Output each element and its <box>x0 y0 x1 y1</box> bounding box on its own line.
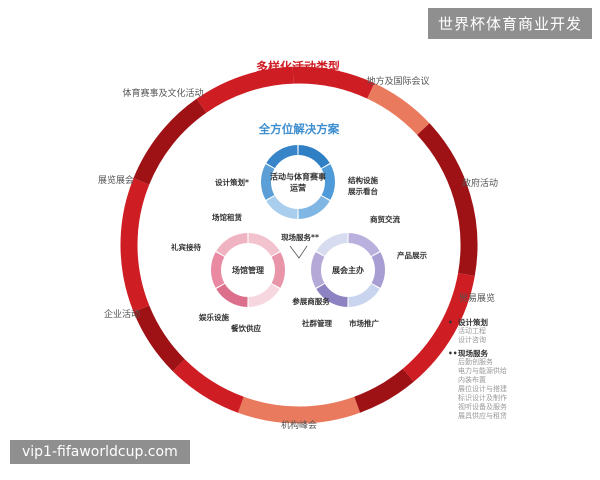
note-item: 标识设计及制作 <box>458 394 507 402</box>
note-item: 展位设计与搭建 <box>458 385 507 393</box>
circle-segment <box>248 283 280 307</box>
note-item: 设计咨询 <box>458 336 486 344</box>
circle-segment <box>266 145 298 169</box>
note-design-title: •设计策划 <box>448 318 488 327</box>
label-hospitality: 礼宾接待 <box>171 242 201 252</box>
center-label: 现场服务** <box>281 232 319 242</box>
circle-segment <box>348 233 380 257</box>
note-item: 电力与能源供给 <box>458 367 507 375</box>
activity-type-label: 地方及国际会议 <box>366 75 429 87</box>
circle-label: 活动与体育赛事 <box>270 172 326 182</box>
activity-type-label: 政府活动 <box>462 177 498 189</box>
label-exhibitor-services: 参展商服务 <box>292 296 330 306</box>
ring-segment <box>172 359 244 413</box>
activity-type-label: 展览展会 <box>98 174 134 186</box>
ring-segment <box>367 83 430 135</box>
site-url-badge: vip1-fifaworldcup.com <box>10 440 190 464</box>
services-notes: •设计策划 活动工程 设计咨询 ••现场服务 后勤创服务 电力与能源供给 内装布… <box>448 318 588 421</box>
label-marketing: 市场推广 <box>349 318 379 328</box>
label-catering: 餐饮供应 <box>230 323 261 333</box>
circle-segment <box>348 283 380 307</box>
circle-center <box>272 156 324 208</box>
ring-segment <box>120 178 150 312</box>
circles-connector <box>289 245 308 259</box>
ring-segment <box>354 368 414 413</box>
note-onsite-title: ••现场服务 <box>448 349 488 358</box>
circle-label: 展会主办 <box>331 265 364 275</box>
ring-segment <box>133 305 185 372</box>
outer-title: 多样化活动类型 <box>256 59 340 74</box>
circle-segment <box>248 233 280 257</box>
inner-title: 全方位解决方案 <box>258 122 340 136</box>
circle-segment <box>211 252 225 288</box>
label-community: 社群管理 <box>301 318 332 328</box>
label-product-display: 产品展示 <box>397 250 427 260</box>
note-item: 活动工程 <box>458 327 486 335</box>
circle-segment <box>371 252 385 288</box>
ring-segment <box>417 123 478 276</box>
ring-segment <box>402 272 475 382</box>
circle-label: 运营 <box>290 183 306 193</box>
circle-venue-management: 场馆管理 <box>211 233 285 307</box>
note-item: 视听设备及服务 <box>458 403 507 411</box>
label-stands: 展示看台 <box>347 186 378 196</box>
note-item: 内装布置 <box>458 376 486 384</box>
activity-types-ring <box>120 66 478 424</box>
activity-type-label: 机构峰会 <box>281 419 317 431</box>
circle-segment <box>316 283 348 307</box>
ring-segment <box>237 396 361 424</box>
activity-type-label: 贸易展览 <box>459 292 495 304</box>
label-structures: 结构设施 <box>348 175 378 185</box>
label-entertainment: 娱乐设施 <box>199 312 229 322</box>
label-trade-exchange: 商贸交流 <box>370 214 400 224</box>
circle-segment <box>321 164 335 200</box>
circle-exhibition-hosting: 展会主办 <box>311 233 385 307</box>
circle-segment <box>311 252 325 288</box>
label-venue-rental: 场馆租赁 <box>212 212 242 222</box>
circle-segment <box>298 145 330 169</box>
page-title-badge: 世界杯体育商业开发 <box>427 8 592 39</box>
circle-segment <box>266 195 298 219</box>
circle-label: 场馆管理 <box>232 265 264 275</box>
activity-type-label: 体育赛事及文化活动 <box>122 87 203 99</box>
circle-center <box>322 244 374 296</box>
ring-segment <box>196 66 294 113</box>
circle-segment <box>298 195 330 219</box>
ring-segment <box>292 66 375 99</box>
ring-segment <box>133 98 207 185</box>
note-item: 展具供应与租赁 <box>458 412 507 420</box>
circle-segment <box>316 233 348 257</box>
label-design: 设计策划* <box>215 177 249 187</box>
circle-center <box>222 244 274 296</box>
circle-segment <box>216 233 248 257</box>
circle-segment <box>216 283 248 307</box>
activity-type-label: 企业活动 <box>104 308 140 320</box>
circle-segment <box>261 164 275 200</box>
circle-segment <box>271 252 285 288</box>
note-item: 后勤创服务 <box>458 358 493 366</box>
